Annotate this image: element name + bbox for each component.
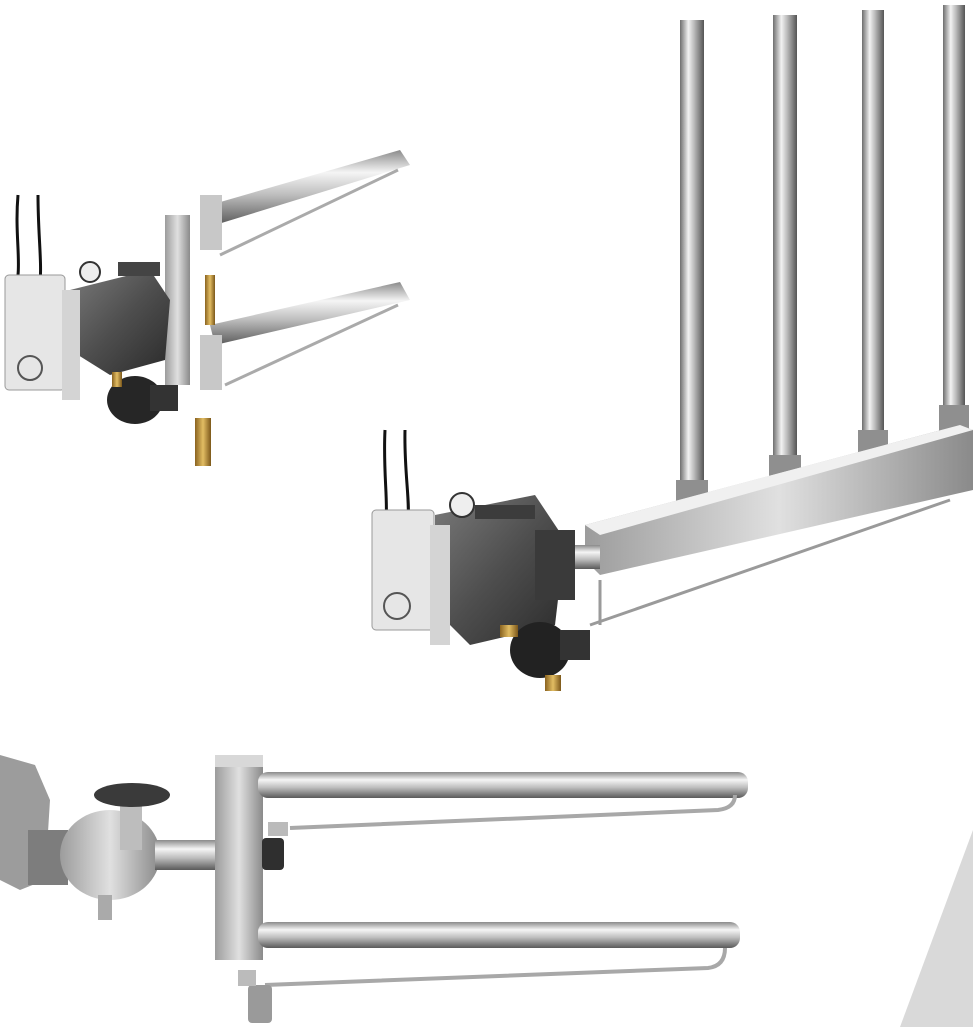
multi-pipe-manifold-unit bbox=[371, 5, 973, 691]
corner-gray-shape bbox=[900, 830, 973, 1027]
stainless-double-lance-unit bbox=[0, 755, 748, 1023]
double-lance-unit bbox=[4, 150, 410, 466]
